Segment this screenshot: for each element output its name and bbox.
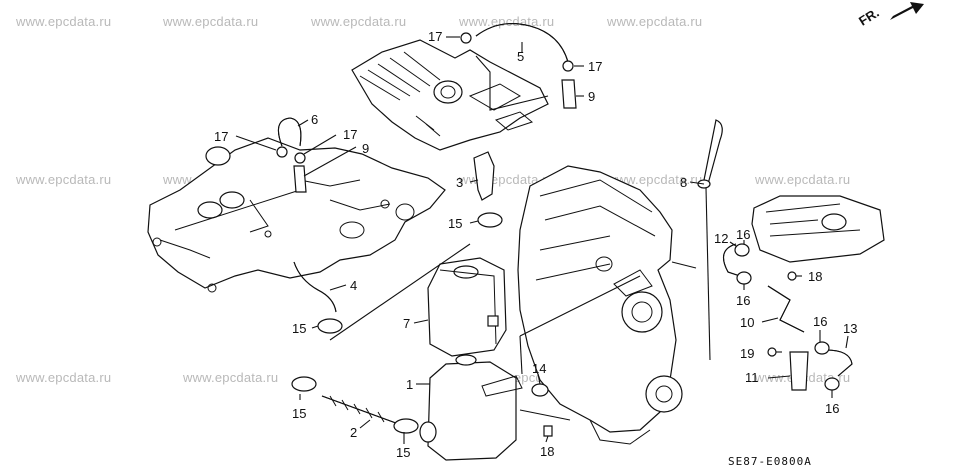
front-arrow-icon [890,2,924,20]
callout-16: 16 [736,227,751,242]
callout-14: 14 [532,361,547,376]
callout-5: 5 [517,49,525,64]
callout-4: 4 [350,278,358,293]
intake-manifold [351,39,549,151]
callout-11: 11 [745,370,759,385]
watermark: www.epcdata.ru [459,14,555,29]
callout-17: 17 [214,129,229,144]
watermark: www.epcdata.ru [607,172,703,187]
callout-1: 1 [406,377,414,392]
callout-2: 2 [350,425,358,440]
callout-9: 9 [362,141,370,156]
callout-17: 17 [588,59,603,74]
callout-6: 6 [311,112,319,127]
callout-12: 12 [714,231,729,246]
callout-15: 15 [292,321,307,336]
lower-intake-manifold [147,137,446,293]
callout-17: 17 [343,127,358,142]
watermark: www.epcdata.ru [755,172,851,187]
leader-lines [235,36,849,444]
engine-block [517,165,697,445]
callout-16: 16 [825,401,840,416]
callout-18: 18 [808,269,823,284]
callout-18: 18 [540,444,555,459]
watermark: www.epcdata.ru [16,370,112,385]
callout-9: 9 [588,89,596,104]
watermark: www.epcdata.ru [16,172,112,187]
callout-15: 15 [396,445,411,460]
callout-10: 10 [740,315,755,330]
callout-13: 13 [843,321,858,336]
callout-16: 16 [736,293,751,308]
callout-3: 3 [456,175,464,190]
watermark: www.epcdata.ru [607,14,703,29]
valve-cover [751,195,885,263]
callout-7: 7 [403,316,411,331]
callout-15: 15 [448,216,463,231]
callout-17: 17 [428,29,443,44]
watermark: www.epcdata.ru [163,14,259,29]
callout-15: 15 [292,406,307,421]
watermark: www.epcdata.ru [311,14,407,29]
watermark: www.epcdata.ru [183,370,279,385]
callout-16: 16 [813,314,828,329]
callout-8: 8 [680,175,688,190]
callout-19: 19 [740,346,755,361]
watermark: www.epcdata.ru [16,14,112,29]
diagram-code: SE87-E0800A [728,455,812,468]
